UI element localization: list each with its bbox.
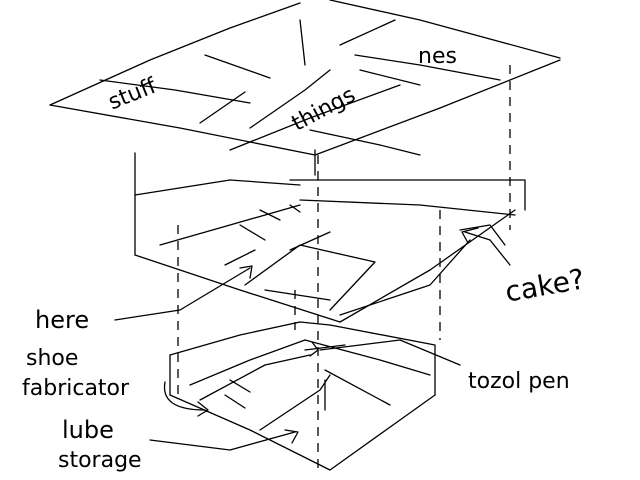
here-arrow: [114, 267, 251, 321]
cake-arrow: [464, 231, 511, 266]
label-here: here: [35, 306, 90, 334]
label-nes: nes: [418, 44, 457, 69]
label-shoe-fabricator-1: shoe: [26, 346, 79, 371]
dashed-connectors: [177, 65, 511, 470]
label-lube-storage-1: lube: [62, 416, 114, 444]
annotation-arrows: [114, 227, 511, 451]
label-lube-storage-2: storage: [58, 448, 142, 473]
middle-level-box: [134, 152, 526, 323]
lube-storage-arrow: [149, 431, 296, 451]
label-shoe-fabricator-2: fabricator: [22, 376, 130, 401]
tozol-pen-arrow: [319, 339, 461, 366]
top-level-plane: [49, 0, 561, 176]
shoe-fabricator-arrow: [163, 381, 206, 411]
label-tozol-pen: tozol pen: [468, 369, 570, 394]
bottom-level-box: [169, 321, 436, 471]
